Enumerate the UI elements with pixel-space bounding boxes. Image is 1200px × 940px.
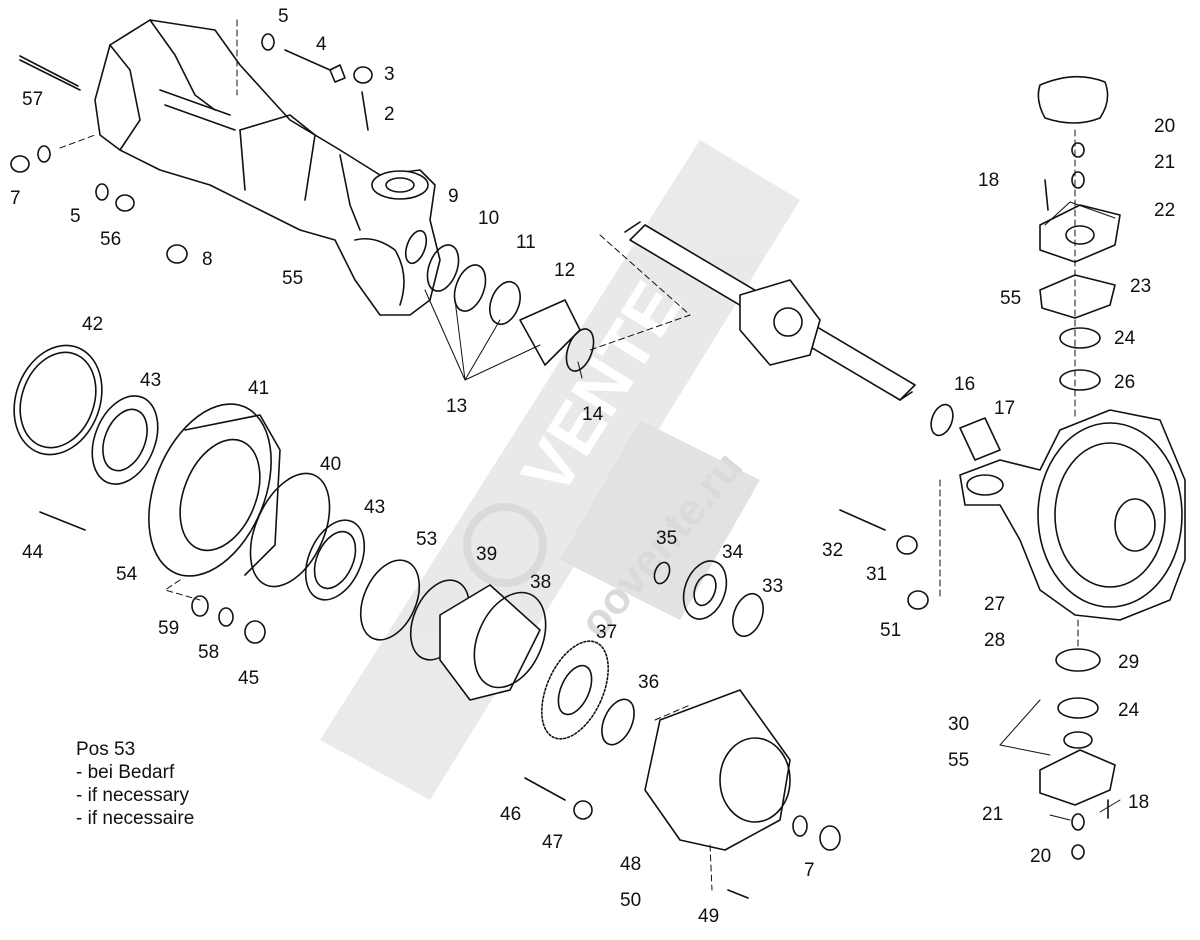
label-53: 53 (416, 529, 437, 550)
label-21: 21 (982, 804, 1003, 825)
label-35: 35 (656, 528, 677, 549)
label-20: 20 (1030, 846, 1051, 867)
label-2: 2 (384, 104, 395, 125)
seal-group-9-14 (404, 229, 595, 372)
label-30: 30 (948, 714, 969, 735)
kingpin-bottom-group (1039, 648, 1116, 806)
part-16-seal (930, 403, 954, 437)
label-43: 43 (140, 370, 161, 391)
footnote-line: - bei Bedarf (76, 762, 175, 783)
label-29: 29 (1118, 652, 1139, 673)
label-46: 46 (500, 804, 521, 825)
part-53-shim (359, 559, 421, 641)
label-45: 45 (238, 668, 259, 689)
label-48: 48 (620, 854, 641, 875)
label-4: 4 (316, 34, 327, 55)
label-27: 27 (984, 594, 1005, 615)
label-5: 5 (70, 206, 81, 227)
label-18: 18 (978, 170, 999, 191)
label-11: 11 (516, 232, 536, 253)
hardware-parts (10, 33, 1109, 899)
label-55: 55 (1000, 288, 1021, 309)
footnote-title: Pos 53 (76, 739, 136, 760)
label-47: 47 (542, 832, 563, 853)
label-26: 26 (1114, 372, 1135, 393)
label-55: 55 (282, 268, 303, 289)
part-40-oring (249, 472, 331, 588)
part-17-bushing (959, 417, 1001, 461)
label-43: 43 (364, 497, 385, 518)
label-58: 58 (198, 642, 219, 663)
label-20: 20 (1154, 116, 1175, 137)
label-49: 49 (698, 906, 719, 927)
label-22: 22 (1154, 200, 1175, 221)
footnote: Pos 53 - bei Bedarf - if necessary - if … (76, 738, 194, 830)
label-39: 39 (476, 544, 497, 565)
part-36-thrust-disc (601, 698, 635, 746)
label-34: 34 (722, 542, 744, 563)
label-40: 40 (320, 454, 341, 475)
label-24: 24 (1118, 700, 1140, 721)
label-55: 55 (948, 750, 969, 771)
callout-labels: 5 4 3 2 57 7 5 56 8 55 9 10 11 12 13 14 … (10, 6, 1175, 927)
label-9: 9 (448, 186, 459, 207)
label-5: 5 (278, 6, 289, 27)
label-31: 31 (866, 564, 887, 585)
label-28: 28 (984, 630, 1005, 651)
label-3: 3 (384, 64, 395, 85)
label-38: 38 (530, 572, 551, 593)
part-35-circlip (653, 561, 671, 585)
label-54: 54 (116, 564, 138, 585)
label-36: 36 (638, 672, 659, 693)
axle-housing (94, 19, 441, 316)
part-43-bearing-left (91, 395, 159, 485)
label-56: 56 (100, 229, 121, 250)
part-41-hub-flange (148, 403, 281, 577)
label-33: 33 (762, 576, 783, 597)
leader-lines (424, 201, 1121, 821)
label-18: 18 (1128, 792, 1149, 813)
part-37-gear-carrier (541, 640, 609, 740)
part-33-needle-bearing (732, 592, 764, 638)
label-50: 50 (620, 890, 641, 911)
label-7: 7 (10, 188, 21, 209)
part-48-planet-carrier (644, 689, 791, 851)
part-42-ring (13, 344, 103, 456)
part-34-planet-gear (682, 560, 728, 620)
label-7: 7 (804, 860, 815, 881)
label-10: 10 (478, 208, 499, 229)
label-12: 12 (554, 260, 575, 281)
dashed-lines (59, 19, 1079, 891)
label-13: 13 (446, 396, 467, 417)
label-57: 57 (22, 89, 43, 110)
label-21: 21 (1154, 152, 1175, 173)
footnote-line: - if necessaire (76, 808, 195, 829)
label-41: 41 (248, 378, 269, 399)
steering-knuckle (959, 409, 1186, 621)
drive-shaft (624, 221, 916, 401)
label-8: 8 (202, 249, 213, 270)
label-17: 17 (994, 398, 1015, 419)
label-14: 14 (582, 404, 604, 425)
label-24: 24 (1114, 328, 1136, 349)
label-16: 16 (954, 374, 975, 395)
label-59: 59 (158, 618, 179, 639)
label-42: 42 (82, 314, 103, 335)
label-44: 44 (22, 542, 44, 563)
part-38-ring-gear (439, 584, 547, 701)
footnote-line: - if necessary (76, 785, 189, 806)
label-23: 23 (1130, 276, 1151, 297)
part-43-bearing-right (304, 519, 366, 601)
kingpin-top-group (1037, 75, 1121, 391)
label-51: 51 (880, 620, 901, 641)
label-37: 37 (596, 622, 617, 643)
label-32: 32 (822, 540, 843, 561)
